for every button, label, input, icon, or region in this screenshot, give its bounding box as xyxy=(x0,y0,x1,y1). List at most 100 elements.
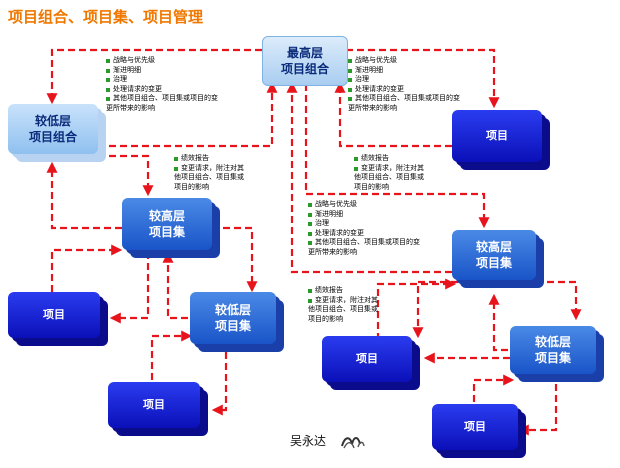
arrow-right-higher-program-to-center-project xyxy=(412,280,458,339)
lower-portfolio-box: 较低层项目组合 xyxy=(8,104,98,154)
notes-mid-center: 战略与优先级 渐进明细 治理 处理请求的变更 其他项目组合、项目集或项目的变 更… xyxy=(308,200,420,257)
arrow-center-project-to-right-higher-program xyxy=(376,278,457,340)
note-item: 渐进明细 xyxy=(308,210,420,220)
bullet-icon xyxy=(348,87,352,92)
bullet-icon xyxy=(106,59,110,63)
right-higher-program-line1: 较高层 xyxy=(475,240,512,254)
note-item: 绩效报告 xyxy=(174,154,244,164)
lower-portfolio-line2: 项目组合 xyxy=(28,130,77,144)
center-project-box: 项目 xyxy=(322,336,412,382)
note-continuation: 项目的影响 xyxy=(308,314,343,323)
note-item: 其他项目组合、项目集或项目的变 xyxy=(348,94,460,104)
diagram-title: 项目组合、项目集、项目管理 xyxy=(8,8,204,26)
note-continuation: 项目的影响 xyxy=(354,182,389,191)
bullet-icon xyxy=(106,78,110,82)
higher-program-line2: 项目集 xyxy=(148,225,185,239)
arrow-higher-program-to-left-project xyxy=(109,252,150,324)
left-project-box: 项目 xyxy=(8,292,100,338)
arrow-bottom-right-project-to-lower-program-right xyxy=(472,374,515,402)
note-item: 战略与优先级 xyxy=(348,56,460,66)
arrow-left-project-to-higher-program xyxy=(50,244,123,292)
bottom-right-project-label: 项目 xyxy=(464,420,486,433)
note-item: 治理 xyxy=(348,75,460,85)
lower-program-left-line1: 较低层 xyxy=(214,303,251,317)
note-continuation: 更所带来的影响 xyxy=(308,247,357,256)
arrow-right-higher-program-to-lower-program-right xyxy=(536,280,582,321)
center-project-label: 项目 xyxy=(356,352,378,365)
note-item: 渐进明细 xyxy=(106,66,218,76)
note-continuation: 更所带来的影响 xyxy=(106,103,155,112)
higher-program-box: 较高层项目集 xyxy=(122,198,212,250)
arrow-higher-program-to-lower-program-left xyxy=(212,226,258,293)
lower-program-right-line1: 较低层 xyxy=(534,335,571,349)
bottom-left-project-box: 项目 xyxy=(108,382,200,428)
note-item: 其他项目组合、项目集或项目的变 xyxy=(308,238,420,248)
bullet-icon xyxy=(348,97,352,101)
author-name: 吴永达 xyxy=(290,434,327,448)
note-item: 其他项目组合、项目集或项目的变 xyxy=(106,94,218,104)
note-continuation: 他项目组合、项目集或 xyxy=(174,173,244,181)
arrow-right-higher-program-to-top xyxy=(286,81,452,274)
note-continuation: 他项目组合、项目集或 xyxy=(354,173,424,181)
bullet-icon xyxy=(308,203,312,207)
lower-program-left-box: 较低层项目集 xyxy=(190,292,276,344)
bottom-right-project-box: 项目 xyxy=(432,404,518,450)
note-item: 变更请求，附注对其 xyxy=(308,296,378,306)
bullet-icon xyxy=(174,166,178,171)
bullet-icon xyxy=(174,157,178,161)
bottom-left-project-label: 项目 xyxy=(143,398,165,411)
bullet-icon xyxy=(354,166,358,171)
top-portfolio-line2: 项目组合 xyxy=(280,62,329,76)
right-higher-program-box: 较高层项目集 xyxy=(452,230,536,280)
notes-perf-center: 绩效报告 变更请求，附注对其 他项目组合、项目集或 项目的影响 xyxy=(354,154,424,192)
notes-top-left: 战略与优先级 渐进明细 治理 处理请求的变更 其他项目组合、项目集或项目的变 更… xyxy=(106,56,218,113)
arrow-bottom-project-to-lower-program-left xyxy=(150,330,193,380)
notes-perf-left: 绩效报告 变更请求，附注对其 他项目组合、项目集或 项目的影响 xyxy=(174,154,244,192)
higher-program-line1: 较高层 xyxy=(148,209,185,223)
arrow-lower-program-right-to-bottom-project xyxy=(517,384,558,436)
right-higher-program-line2: 项目集 xyxy=(475,256,512,270)
swirl-logo-icon xyxy=(341,437,365,449)
lower-portfolio-line1: 较低层 xyxy=(34,114,71,128)
bullet-icon xyxy=(348,78,352,82)
bullet-icon xyxy=(308,222,312,226)
notes-perf-bottom: 绩效报告 变更请求，附注对其 他项目组合、项目集或 项目的影响 xyxy=(308,286,378,324)
arrow-lower-program-right-to-right-higher-program xyxy=(488,293,508,352)
arrow-right-project-to-top xyxy=(334,81,452,148)
bullet-icon xyxy=(106,97,110,101)
bullet-icon xyxy=(348,68,352,73)
note-item: 变更请求，附注对其 xyxy=(174,164,244,174)
note-item: 处理请求的变更 xyxy=(348,85,460,95)
bullet-icon xyxy=(308,289,312,293)
bullet-icon xyxy=(106,68,110,73)
arrow-lower-program-left-to-higher-program xyxy=(162,251,188,320)
top-portfolio-box: 最高层项目组合 xyxy=(262,36,348,86)
note-item: 绩效报告 xyxy=(308,286,378,296)
note-item: 处理请求的变更 xyxy=(106,85,218,95)
top-portfolio-line1: 最高层 xyxy=(286,46,323,60)
bullet-icon xyxy=(308,231,312,236)
note-item: 绩效报告 xyxy=(354,154,424,164)
note-item: 治理 xyxy=(106,75,218,85)
arrow-top-to-right-project xyxy=(346,48,500,109)
note-continuation: 他项目组合、项目集或 xyxy=(308,305,378,313)
bullet-icon xyxy=(348,59,352,63)
note-continuation: 项目的影响 xyxy=(174,182,209,191)
lower-program-right-box: 较低层项目集 xyxy=(510,326,596,374)
right-project-label: 项目 xyxy=(486,129,508,142)
note-item: 治理 xyxy=(308,219,420,229)
note-item: 战略与优先级 xyxy=(106,56,218,66)
arrow-lower-portfolio-to-top xyxy=(98,81,278,148)
arrow-top-to-right-higher-program xyxy=(304,84,490,229)
notes-top-right: 战略与优先级 渐进明细 治理 处理请求的变更 其他项目组合、项目集或项目的变 更… xyxy=(348,56,460,113)
bullet-icon xyxy=(308,212,312,217)
left-project-label: 项目 xyxy=(43,308,65,321)
lower-program-left-line2: 项目集 xyxy=(214,319,251,333)
arrow-higher-program-to-lower-portfolio xyxy=(46,161,122,230)
arrow-lower-program-left-to-bottom-project xyxy=(211,352,228,416)
bullet-icon xyxy=(308,241,312,245)
note-item: 渐进明细 xyxy=(348,66,460,76)
right-project-box: 项目 xyxy=(452,110,542,162)
